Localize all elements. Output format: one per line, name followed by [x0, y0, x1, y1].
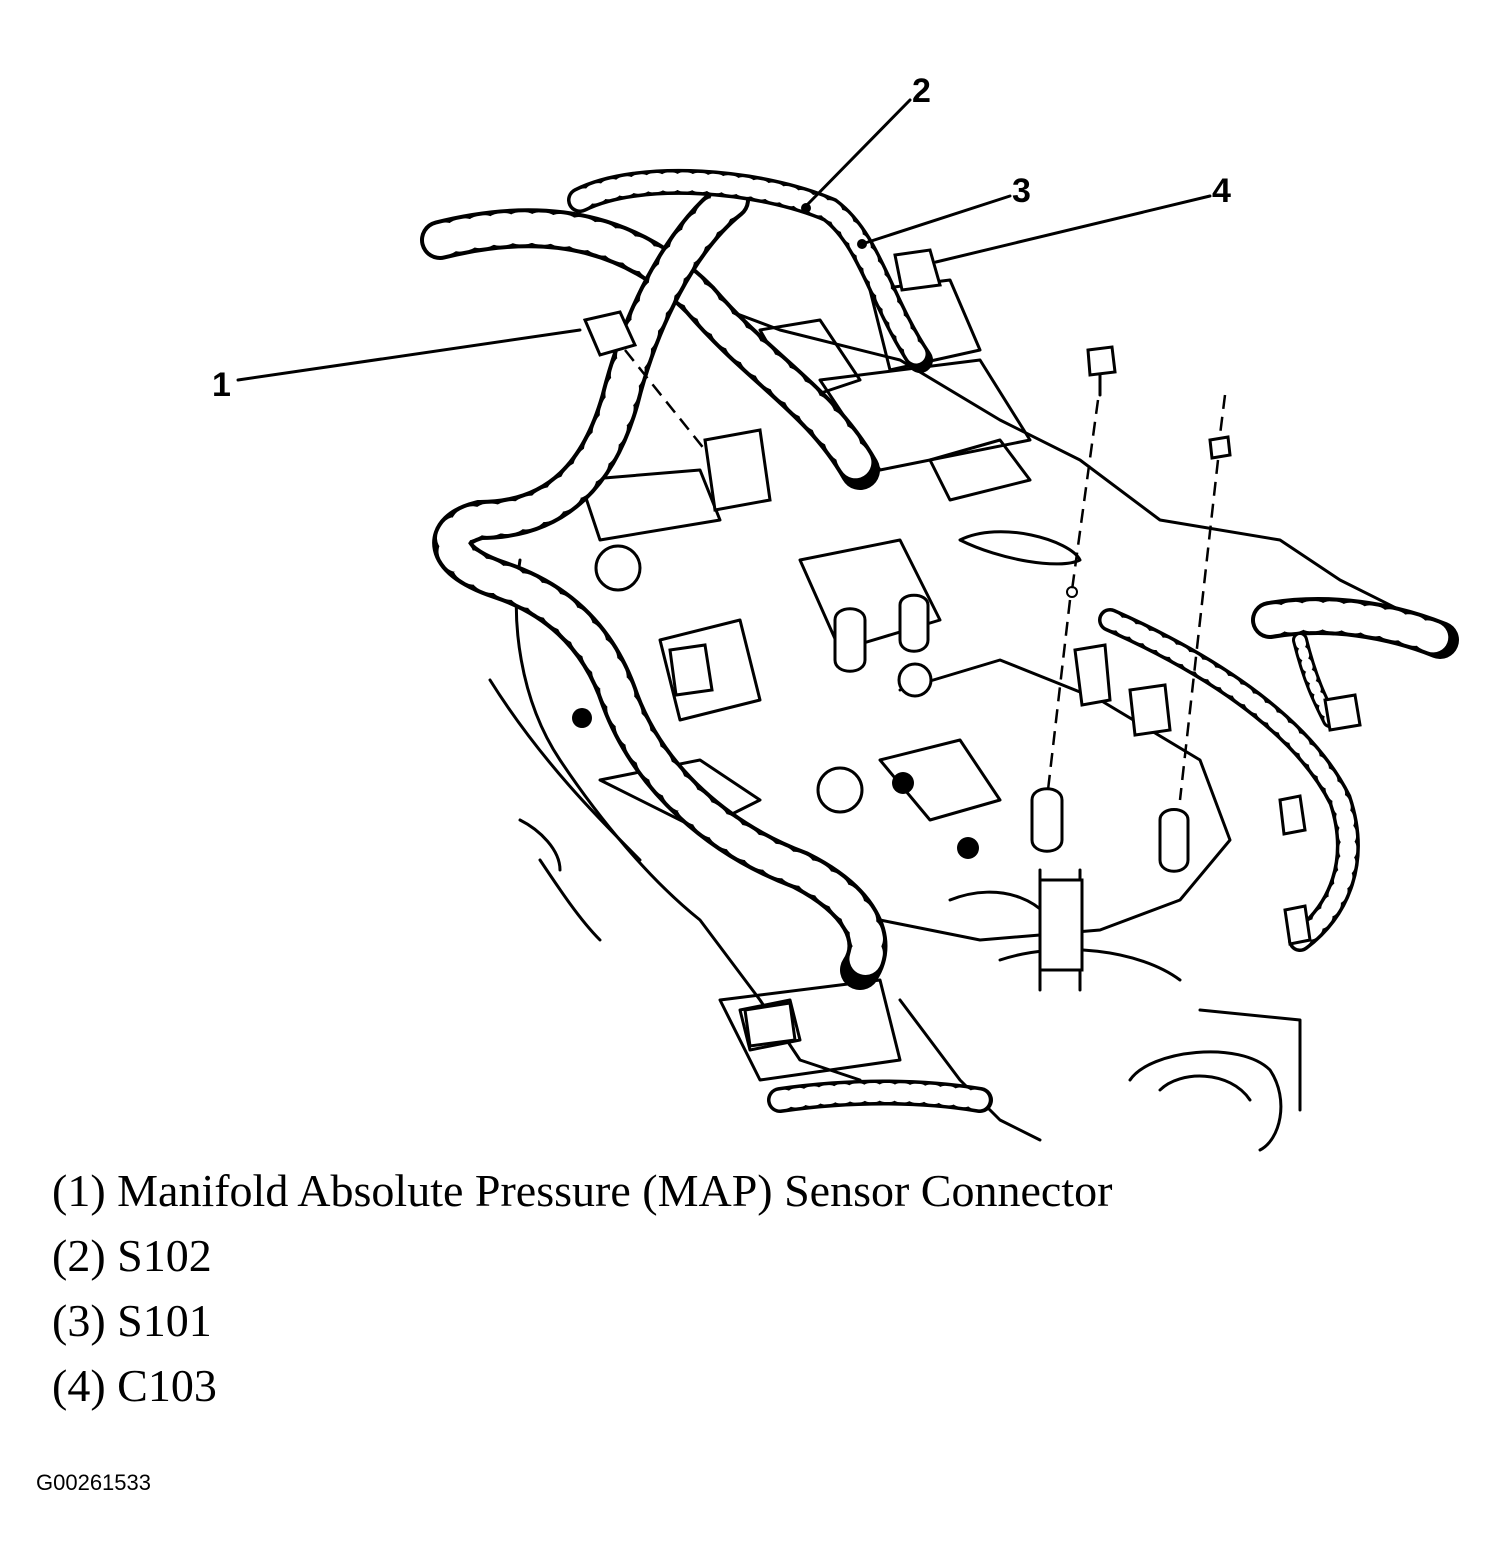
- legend-item-1: (1) Manifold Absolute Pressure (MAP) Sen…: [52, 1165, 1113, 1216]
- component-legend: (1) Manifold Absolute Pressure (MAP) Sen…: [52, 1168, 1112, 1428]
- callout-1: 1: [212, 366, 231, 404]
- leader-line-2: [804, 98, 912, 208]
- callout-4: 4: [1212, 172, 1231, 210]
- callout-3: 3: [1012, 172, 1031, 210]
- connectors: [582, 248, 1362, 1048]
- engine-line-drawing: [236, 98, 1459, 1152]
- coil-towers: [572, 544, 1190, 972]
- callout-2: 2: [912, 72, 931, 110]
- legend-item-3: (3) S101: [52, 1295, 212, 1346]
- leader-line-3: [860, 194, 1012, 246]
- callout-leaders: [236, 98, 1212, 382]
- figure-id: G00261533: [36, 1470, 151, 1495]
- leader-line-1: [236, 328, 582, 382]
- legend-item-4: (4) C103: [52, 1360, 217, 1411]
- engine-harness-diagram: 1 2 3 4: [212, 72, 1459, 1152]
- leader-line-4: [934, 194, 1212, 264]
- bolts: [624, 345, 1232, 801]
- wiring-harness: [420, 168, 1459, 1113]
- legend-item-2: (2) S102: [52, 1230, 212, 1281]
